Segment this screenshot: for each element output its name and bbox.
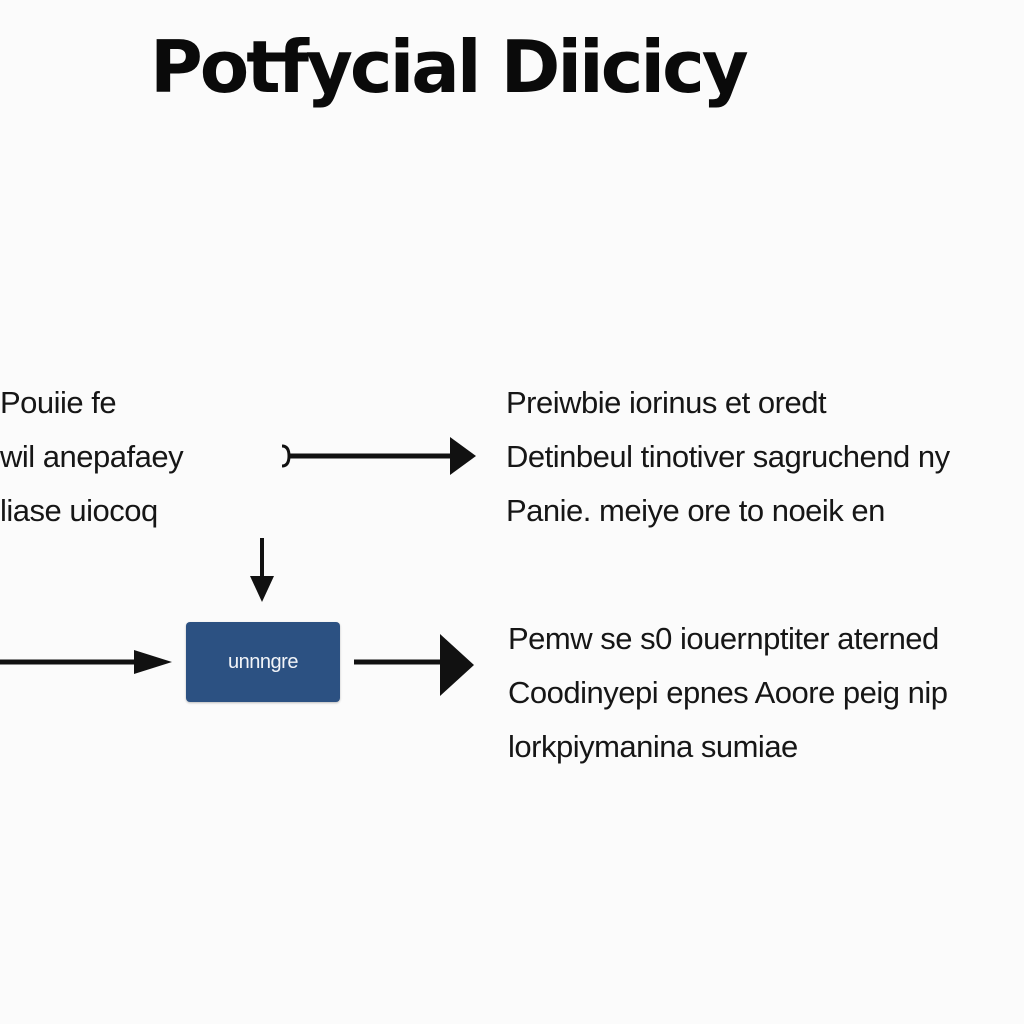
right-top-text-line: Detinbeul tinotiver sagruchend ny — [506, 439, 950, 474]
right-bottom-text-line: Pemw se s0 iouernptiter aterned — [508, 621, 939, 656]
right-top-text-block: Preiwbie iorinus et oredt Detinbeul tino… — [506, 376, 1024, 538]
left-text-line: liase uiocoq — [0, 493, 158, 528]
right-bottom-text-line: lorkpiymanina sumiae — [508, 729, 798, 764]
right-top-text-line: Panie. meiye ore to noeik en — [506, 493, 885, 528]
process-box: unnngre — [186, 622, 340, 702]
right-bottom-text-line: Coodinyepi epnes Aoore peig nip — [508, 675, 948, 710]
right-bottom-text-block: Pemw se s0 iouernptiter aterned Coodinye… — [508, 612, 1024, 774]
left-text-line: Pouiie fe — [0, 385, 117, 420]
top-arrow-head — [450, 437, 476, 475]
incoming-arrow-head — [134, 650, 172, 674]
left-text-line: wil anepafaey — [0, 439, 184, 474]
left-text-block: Pouiie fe wil anepafaey liase uiocoq — [0, 376, 290, 538]
down-arrow-head — [250, 576, 274, 602]
outgoing-arrow-head — [440, 634, 474, 696]
process-box-label: unnngre — [228, 650, 298, 673]
diagram-title: Potfycial Diicicy — [150, 25, 749, 109]
right-top-text-line: Preiwbie iorinus et oredt — [506, 385, 827, 420]
